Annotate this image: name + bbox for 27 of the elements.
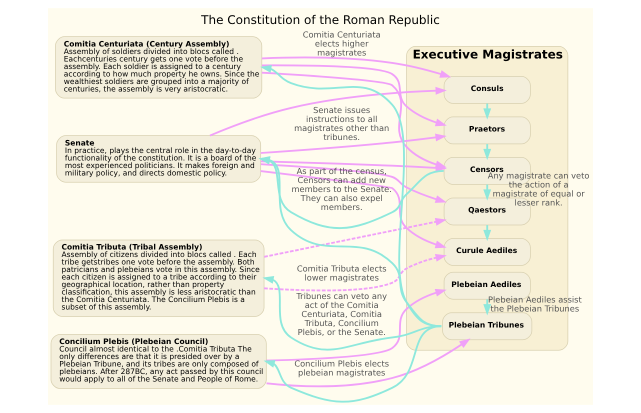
node-box: Curule Aediles bbox=[444, 238, 531, 266]
edge-label: Tribunes can veto any act of the Comitia Centuriata, Comitia Tributa, Concilium Plebis, or the Senate. bbox=[296, 291, 388, 338]
edge-label: Senate issues instructions to all magistrates other than tribunes. bbox=[294, 105, 390, 142]
arrow bbox=[264, 218, 447, 258]
arrow bbox=[264, 325, 442, 403]
arrow bbox=[260, 134, 447, 154]
edge-label: Comitia Centuriata elects higher magistrates bbox=[302, 29, 381, 58]
edge-label: Concilium Plebis elects plebeian magistrates bbox=[294, 358, 390, 378]
node-box: Senate In practice, plays the central role in the day-to-day functionality of the constitution. It is a board of the most experienced politicians. It makes foreign and military policy, and directs domestic policy. bbox=[56, 135, 262, 183]
arrow bbox=[210, 86, 447, 136]
node-box: Comitia Centuriata (Century Assembly) Assembly of soldiers divided into blocs called . Eachcenturies century gets one vote before the assembly. Each soldier is assigned to a century according to how much property he owns. Since the wealthiest soldiers are grouped into a majority of centuries, the assembly is very aristocratic. bbox=[55, 36, 262, 99]
arrow bbox=[260, 163, 447, 203]
arrow bbox=[266, 338, 471, 388]
arrow bbox=[264, 254, 447, 292]
diagram-title: The Constitution of the Roman Republic bbox=[201, 12, 440, 27]
node-box: Comitia Tributa (Tribal Assembly) Assembly of citizens divided into blocs called . Each tribe getstribes one vote before the assembly. Both patricians and plebeians vote in this assembly. Since each citizen is assigned to a tribe according to their geographical location, rather than property classification, this assembly is less aristocratic than the Comitia Centuriata. The Concilium Plebis is a subset of this assembly. bbox=[52, 240, 264, 317]
node-box: Consuls bbox=[444, 76, 531, 104]
arrow bbox=[262, 56, 452, 78]
node-box: Concilium Plebis (Plebeian Council) Council almost identical to the .Comitia Tributa The only differences are that it is presided over by a Plebeian Tribune, and its tribes are only composed of plebeians. After 287BC, any act passed by this council would apply to all of the Senate and People of Rome. bbox=[50, 334, 267, 389]
node-box: Praetors bbox=[444, 116, 531, 144]
edge-label: As part of the census, Censors can add new members to the Senate. They can also expel members. bbox=[292, 166, 392, 212]
arrow bbox=[260, 170, 447, 248]
arrow bbox=[260, 64, 442, 328]
node-box: Plebeian Tribunes bbox=[442, 312, 532, 340]
edge-label: Comitia Tributa elects lower magistrates bbox=[296, 263, 387, 282]
arrow bbox=[266, 288, 447, 362]
arrow bbox=[262, 64, 447, 126]
